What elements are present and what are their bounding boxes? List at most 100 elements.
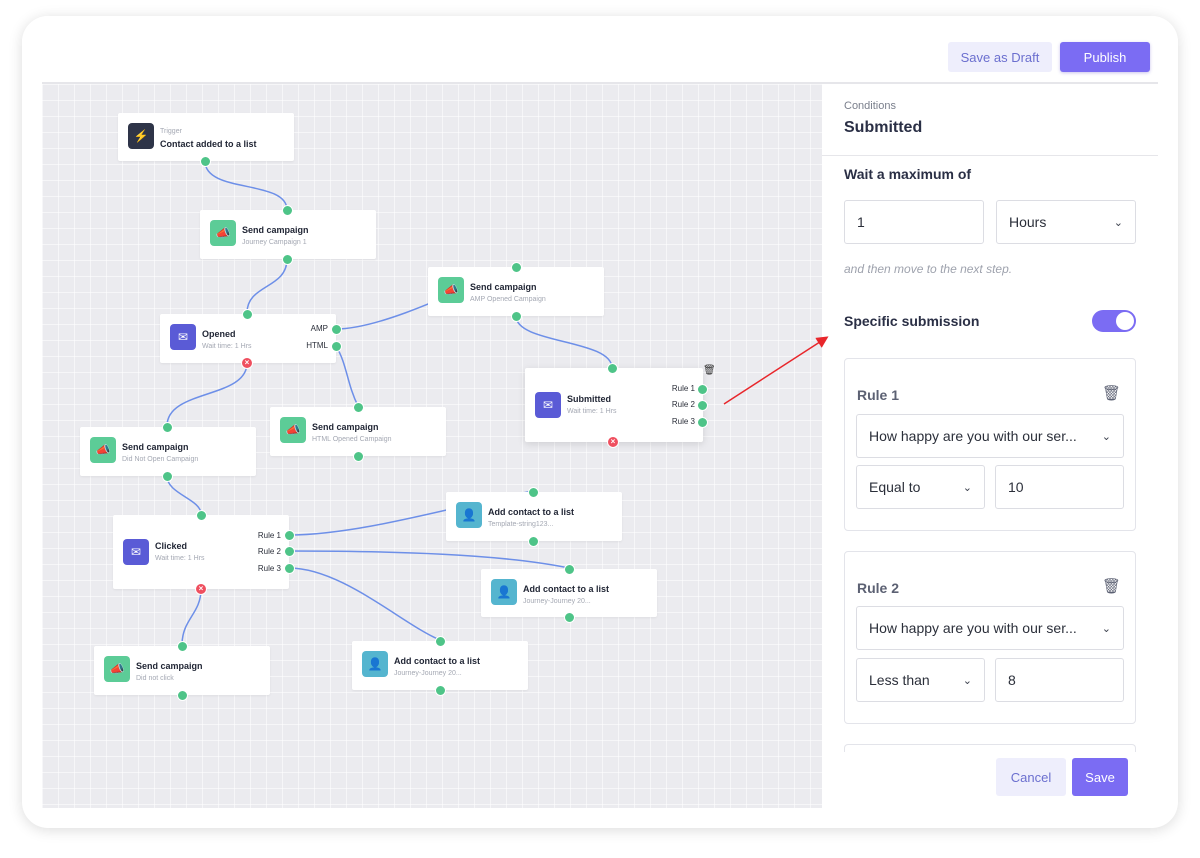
node-subtitle: Did not click: [136, 675, 174, 682]
add-contact-node-3[interactable]: 👤 Add contact to a list Journey-Journey …: [352, 641, 528, 690]
rule-operator-select[interactable]: Equal to ⌄: [856, 465, 985, 509]
connector-dot[interactable]: [434, 684, 446, 696]
no-path-close-icon[interactable]: ×: [195, 583, 207, 595]
specific-submission-toggle[interactable]: [1092, 310, 1136, 332]
node-subtitle: AMP Opened Campaign: [470, 296, 546, 303]
rule-operator-select[interactable]: Less than ⌄: [856, 658, 985, 702]
connector-dot[interactable]: [241, 308, 253, 320]
connector-dot[interactable]: [527, 535, 539, 547]
wait-unit-select[interactable]: Hours ⌄: [996, 200, 1136, 244]
connector-dot[interactable]: [283, 529, 295, 541]
connector-dot[interactable]: [283, 545, 295, 557]
send-campaign-node-no-click[interactable]: 📣 Send campaign Did not click: [94, 646, 270, 695]
node-title: Opened: [202, 329, 236, 339]
wait-label: Wait a maximum of: [844, 166, 972, 182]
connector-dot[interactable]: [563, 611, 575, 623]
node-title: Clicked: [155, 541, 188, 551]
connector-dot[interactable]: [696, 383, 708, 395]
connector-dot[interactable]: [176, 689, 188, 701]
rule-label-3: Rule 3: [671, 417, 695, 426]
chevron-down-icon: ⌄: [1101, 430, 1111, 443]
publish-button[interactable]: Publish: [1060, 42, 1150, 72]
connector-dot[interactable]: [195, 509, 207, 521]
node-subtitle: Wait time: 1 Hrs: [202, 343, 252, 350]
rule-question: How happy are you with our ser...: [869, 428, 1077, 444]
connector-dot[interactable]: [330, 340, 342, 352]
megaphone-icon: 📣: [104, 656, 130, 682]
trash-icon[interactable]: 🗑: [1101, 578, 1121, 595]
node-subtitle: Did Not Open Campaign: [122, 456, 199, 463]
connector-dot[interactable]: [281, 253, 293, 265]
connector-dot[interactable]: [696, 399, 708, 411]
panel-section-label: Conditions: [844, 100, 896, 112]
submitted-condition-node[interactable]: ✉ Submitted Wait time: 1 Hrs Rule 1 Rule…: [525, 368, 703, 442]
journey-canvas[interactable]: ⚡ Trigger Contact added to a list 📣 Send…: [42, 84, 822, 808]
trash-icon[interactable]: 🗑: [1101, 385, 1121, 402]
connector-dot[interactable]: [563, 563, 575, 575]
edge-r2-add2: [288, 550, 570, 569]
wait-hint: and then move to the next step.: [844, 262, 1013, 276]
send-campaign-node-amp[interactable]: 📣 Send campaign AMP Opened Campaign: [428, 267, 604, 316]
wait-value-input[interactable]: 1: [844, 200, 984, 244]
connector-dot[interactable]: [330, 323, 342, 335]
envelope-open-icon: ✉: [535, 392, 561, 418]
connector-dot[interactable]: [352, 450, 364, 462]
send-campaign-node-html[interactable]: 📣 Send campaign HTML Opened Campaign: [270, 407, 446, 456]
clicked-condition-node[interactable]: ✉ Clicked Wait time: 1 Hrs Rule 1 Rule 2…: [113, 515, 289, 589]
toggle-knob: [1116, 312, 1134, 330]
connector-dot[interactable]: [161, 421, 173, 433]
chevron-down-icon: ⌄: [962, 481, 972, 494]
top-toolbar: Save as Draft Publish: [22, 16, 1178, 82]
connector-dot[interactable]: [161, 470, 173, 482]
edge-sendamp-submitted: [515, 315, 613, 369]
trash-icon[interactable]: 🗑: [703, 365, 716, 376]
rule-question-select[interactable]: How happy are you with our ser... ⌄: [856, 606, 1124, 650]
cancel-button[interactable]: Cancel: [996, 758, 1066, 796]
add-user-icon: 👤: [491, 579, 517, 605]
edge-notopen-clicked: [166, 475, 202, 515]
output-label-amp: AMP: [310, 324, 328, 333]
trigger-label: Trigger: [160, 128, 182, 135]
output-label-html: HTML: [306, 341, 328, 350]
add-contact-node-1[interactable]: 👤 Add contact to a list Template-string1…: [446, 492, 622, 541]
rule-label-1: Rule 1: [671, 384, 695, 393]
connector-dot[interactable]: [696, 416, 708, 428]
opened-condition-node[interactable]: ✉ Opened Wait time: 1 Hrs AMP HTML: [160, 314, 336, 363]
rule-operator: Less than: [869, 672, 930, 688]
connector-dot[interactable]: [606, 362, 618, 374]
send-campaign-node-1[interactable]: 📣 Send campaign Journey Campaign 1: [200, 210, 376, 259]
trigger-node[interactable]: ⚡ Trigger Contact added to a list: [118, 113, 294, 161]
node-title: Send campaign: [122, 442, 189, 452]
node-subtitle: Template-string123...: [488, 521, 554, 528]
connector-dot[interactable]: [176, 640, 188, 652]
conditions-panel: Conditions Submitted Wait a maximum of 1…: [822, 84, 1158, 808]
chevron-down-icon: ⌄: [962, 674, 972, 687]
rule-value: 8: [1008, 672, 1016, 688]
node-title: Add contact to a list: [394, 656, 481, 666]
edge-r3-add3: [288, 567, 441, 641]
rule-value-input[interactable]: 8: [995, 658, 1124, 702]
rule-question-select[interactable]: How happy are you with our ser... ⌄: [856, 414, 1124, 458]
save-button[interactable]: Save: [1072, 758, 1128, 796]
connector-dot[interactable]: [281, 204, 293, 216]
node-title: Add contact to a list: [523, 584, 610, 594]
no-path-close-icon[interactable]: ×: [241, 357, 253, 369]
edge-clicked-noclick: [181, 588, 202, 646]
connector-dot[interactable]: [510, 261, 522, 273]
connector-dot[interactable]: [283, 562, 295, 574]
panel-divider: [822, 155, 1158, 156]
connector-dot[interactable]: [352, 401, 364, 413]
specific-submission-label: Specific submission: [844, 313, 980, 329]
connector-dot[interactable]: [434, 635, 446, 647]
connector-dot[interactable]: [510, 310, 522, 322]
add-contact-node-2[interactable]: 👤 Add contact to a list Journey-Journey …: [481, 569, 657, 617]
no-path-close-icon[interactable]: ×: [607, 436, 619, 448]
save-as-draft-button[interactable]: Save as Draft: [948, 42, 1052, 72]
connector-dot[interactable]: [199, 155, 211, 167]
add-user-icon: 👤: [456, 502, 482, 528]
rule-value-input[interactable]: 10: [995, 465, 1124, 509]
send-campaign-node-not-open[interactable]: 📣 Send campaign Did Not Open Campaign: [80, 427, 256, 476]
connector-dot[interactable]: [527, 486, 539, 498]
rule-label-2: Rule 2: [257, 547, 281, 556]
panel-title: Submitted: [844, 119, 923, 136]
